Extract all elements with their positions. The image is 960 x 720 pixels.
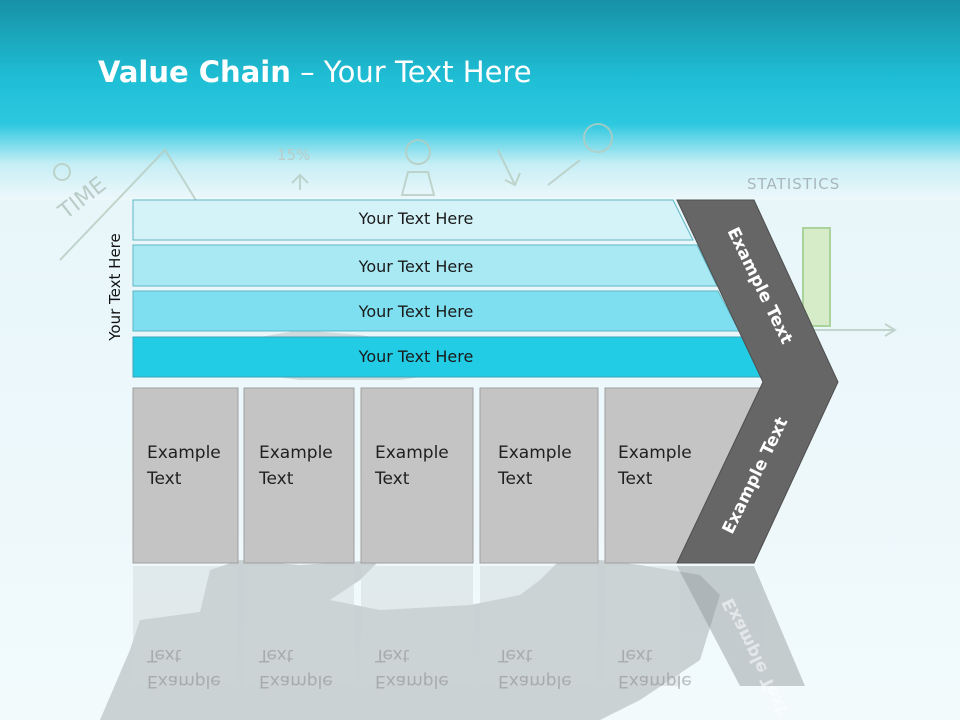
reflection-box-4-line2: Text [497,645,533,665]
reflection-box-1 [133,566,238,686]
primary-box-4-line2: Text [497,469,533,489]
chevron-shape[interactable] [676,199,839,564]
primary-box-2-line2: Text [258,469,294,489]
support-bar-2[interactable] [132,244,718,287]
reflection-box-2 [244,566,354,686]
reflection-box-3-line2: Text [374,645,410,665]
primary-box-4[interactable] [479,387,599,564]
title-bold: Value Chain [98,55,291,89]
support-bar-3-label: Your Text Here [358,302,474,321]
reflection-box-2-line2: Text [258,645,294,665]
support-activities: Your Text Here Your Text Here Your Text … [132,199,764,378]
diagram-reflection [133,566,805,686]
page-title: Value Chain – Your Text Here [98,55,532,89]
reflection-box-5-line1: Example [618,671,692,691]
primary-box-4-line1: Example [498,443,572,463]
reflection-box-2-line1: Example [259,671,333,691]
reflection-box-5-line2: Text [617,645,653,665]
support-bar-1-label: Your Text Here [358,209,474,228]
reflection-box-3 [361,566,473,686]
primary-box-1[interactable] [132,387,239,564]
reflection-box-5 [605,566,680,686]
primary-box-2-line1: Example [259,443,333,463]
primary-box-1-line1: Example [147,443,221,463]
primary-box-2[interactable] [243,387,355,564]
reflection-box-1-line1: Example [147,671,221,691]
reflection-box-3-line1: Example [375,671,449,691]
primary-activities: Example Text Example Text Example Text E… [132,387,764,564]
primary-box-1-line2: Text [146,469,182,489]
title-rest: – Your Text Here [290,55,532,89]
reflection-box-4-line1: Example [498,671,572,691]
primary-box-5-line2: Text [617,469,653,489]
support-bar-2-label: Your Text Here [358,257,474,276]
primary-box-3[interactable] [360,387,474,564]
support-bar-4-label: Your Text Here [358,347,474,366]
reflection-chevron [677,566,805,686]
primary-box-3-line2: Text [374,469,410,489]
primary-box-5-line1: Example [618,443,692,463]
reflection-box-4 [480,566,598,686]
support-bar-1[interactable] [132,199,694,241]
primary-box-3-line1: Example [375,443,449,463]
reflection-box-1-line2: Text [146,645,182,665]
